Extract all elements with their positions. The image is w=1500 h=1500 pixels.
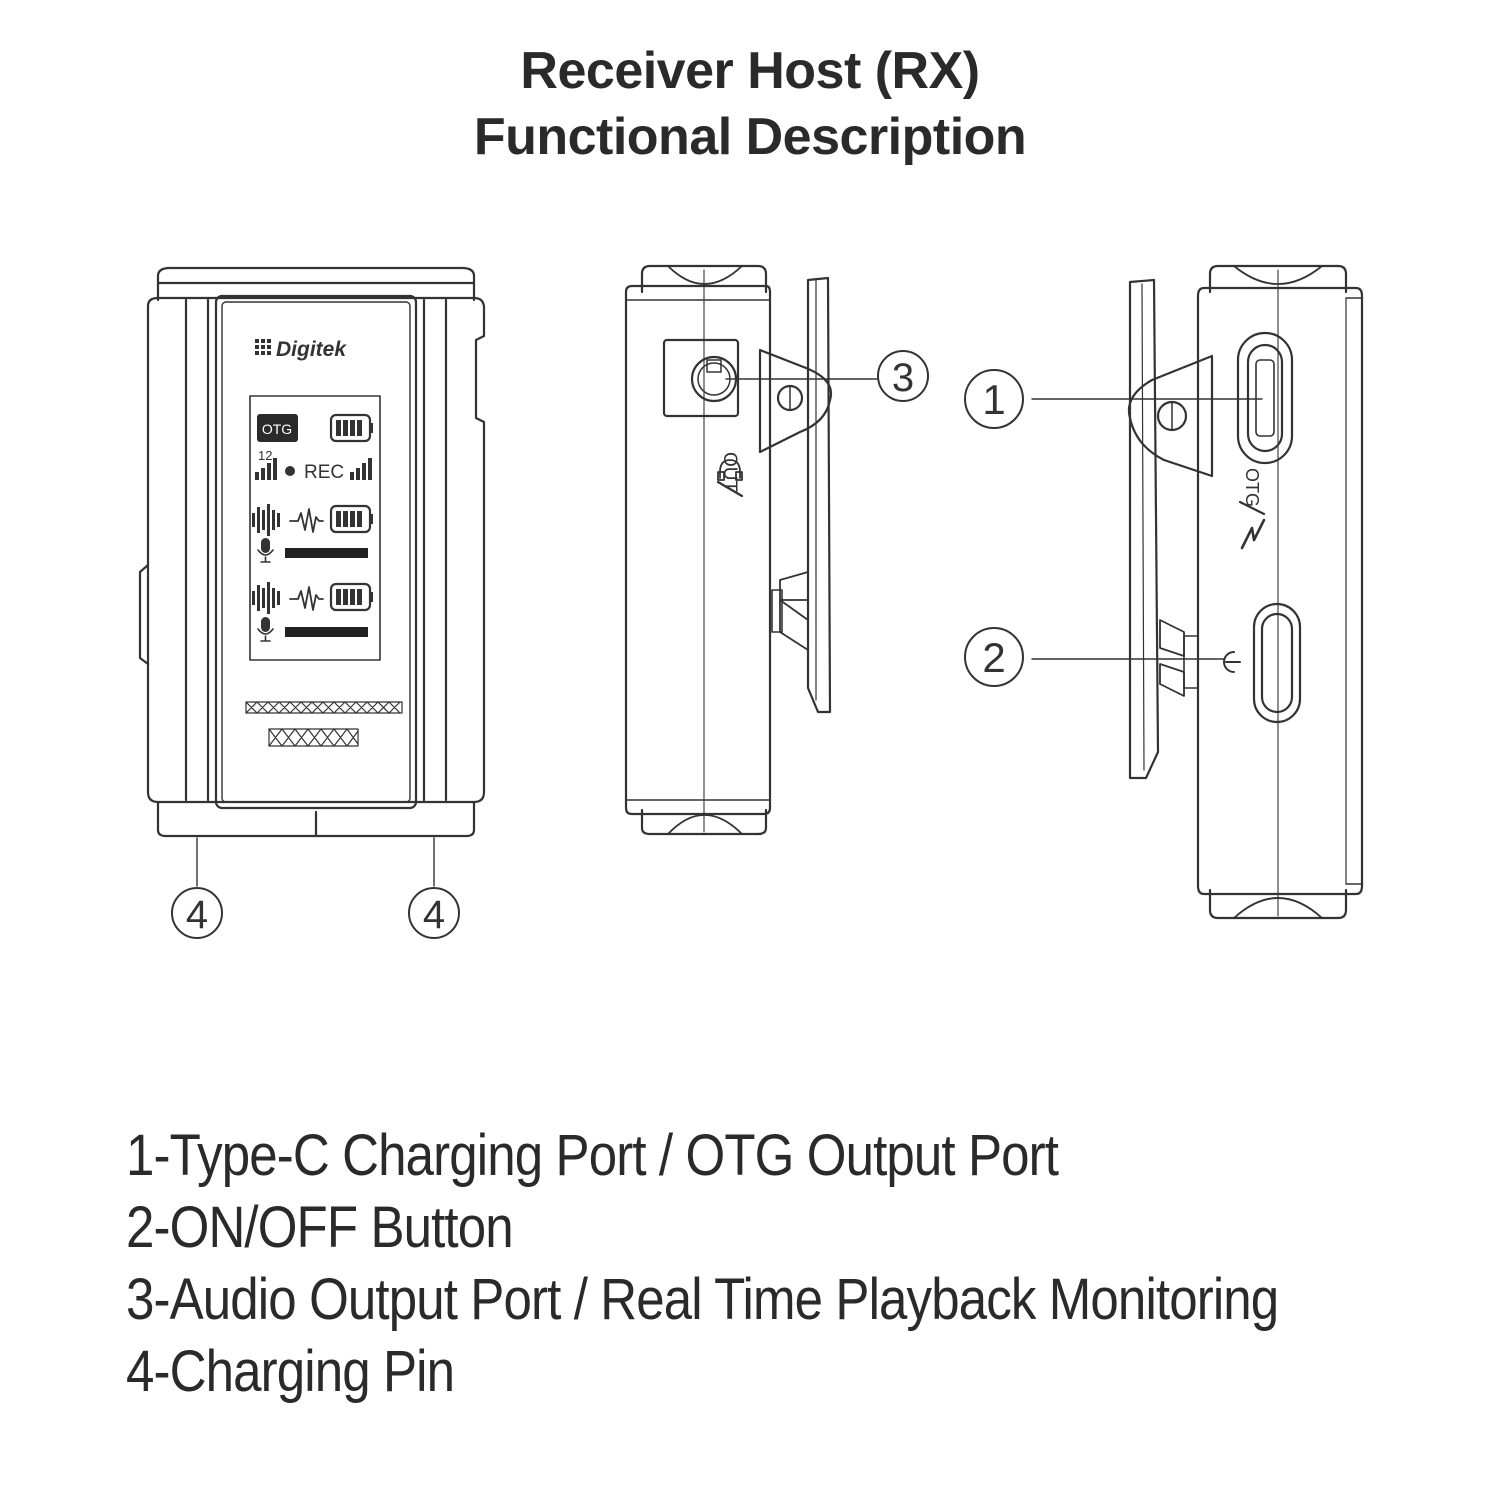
callout-circle-4b: [408, 887, 460, 939]
waveform-icon: [289, 508, 324, 533]
microphone-icon: [257, 617, 274, 642]
power-button[interactable]: [1260, 612, 1294, 714]
usb-c-port[interactable]: [1246, 343, 1284, 453]
front-edge-right: [422, 298, 448, 802]
side2-body: [1196, 286, 1364, 896]
device-screen: OTG 12 REC: [249, 395, 381, 661]
otg-port-text: OTG: [1242, 468, 1262, 507]
channel-number: 12: [258, 448, 272, 463]
signal-icon: [255, 458, 277, 480]
power-icon: [1223, 651, 1241, 673]
callout-number-4b: 4: [423, 893, 445, 937]
otg-badge-text: OTG: [262, 421, 292, 437]
headphone-icon: [717, 459, 743, 481]
front-bottom-cap: [156, 800, 476, 838]
power-button-outer: [1252, 602, 1302, 724]
front-panel-inner: [221, 301, 411, 803]
title-line-2: Functional Description: [473, 108, 1027, 166]
usb-c-port-outer: [1236, 331, 1294, 465]
battery-icon: [329, 504, 373, 534]
rec-label: REC: [304, 462, 344, 483]
legend-item-1: 1-Type-C Charging Port / OTG Output Port: [126, 1123, 1059, 1188]
belt-clip: [1127, 278, 1214, 780]
side2-top-cap: [1208, 264, 1348, 294]
legend-item-4: 4-Charging Pin: [126, 1339, 455, 1404]
audio-out-label: OUT: [716, 452, 744, 498]
label-placeholder: [245, 701, 403, 747]
battery-icon: [329, 413, 373, 443]
brand-logo-text: Digitek: [276, 338, 347, 361]
otg-badge: [257, 414, 298, 442]
waveform-icon: [289, 586, 324, 611]
front-side-button: [138, 563, 150, 666]
lightning-icon: [1240, 518, 1266, 550]
audio-level-icon: [252, 504, 280, 536]
callout-circle-3: [877, 350, 929, 402]
level-bar: [285, 627, 368, 637]
front-top-cap: [156, 266, 476, 302]
side-body: [624, 284, 772, 816]
front-panel-outer: [214, 294, 418, 810]
record-dot-icon: [285, 466, 295, 476]
diagram-title: Receiver Host (RX) Functional Descriptio…: [0, 38, 1500, 170]
charging-pin-callouts: 4 4: [171, 837, 460, 939]
front-view: Digitek OTG 12 REC: [138, 266, 486, 838]
callout-circle-4a: [171, 887, 223, 939]
front-body: [146, 296, 486, 804]
otg-label: OTG: [1238, 468, 1266, 516]
side-top-cap: [640, 264, 768, 294]
legend: 1-Type-C Charging Port / OTG Output Port…: [126, 1120, 1279, 1408]
signal-icon: [350, 458, 372, 480]
callout-circle-2: [964, 627, 1024, 687]
callout-number-2: 2: [982, 634, 1005, 681]
brand-logo: Digitek: [255, 338, 347, 361]
battery-icon: [329, 582, 373, 612]
callout-circle-1: [964, 369, 1024, 429]
callout-number-3: 3: [892, 356, 914, 400]
title-line-1: Receiver Host (RX): [520, 42, 980, 100]
microphone-icon: [257, 538, 274, 563]
side-view-ports: OTG 1 2: [964, 264, 1364, 920]
side-view-audio: OUT 3: [624, 264, 929, 836]
audio-level-icon: [252, 582, 280, 614]
side2-bottom-cap: [1208, 888, 1348, 920]
audio-jack-housing: [662, 338, 740, 418]
side-bottom-cap: [640, 808, 768, 836]
level-bar: [285, 548, 368, 558]
callout-number-4a: 4: [186, 893, 208, 937]
legend-item-2: 2-ON/OFF Button: [126, 1195, 514, 1260]
callout-number-1: 1: [982, 376, 1005, 423]
front-edge-left: [184, 298, 210, 802]
belt-clip: [758, 276, 833, 714]
legend-item-3: 3-Audio Output Port / Real Time Playback…: [126, 1267, 1279, 1332]
